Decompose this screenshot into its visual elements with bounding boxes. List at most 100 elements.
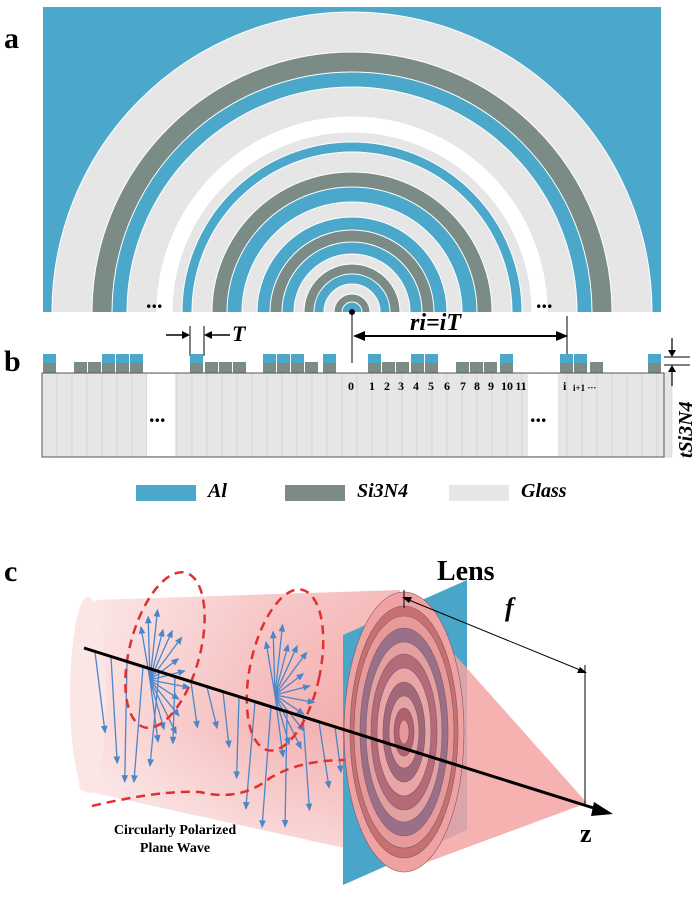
field-vector [124, 661, 128, 782]
si3n4-segment [500, 362, 513, 373]
zone-index-label: 1 [369, 379, 375, 393]
al-segment [425, 354, 438, 363]
field-vector-head [296, 707, 305, 715]
lens-rings [343, 591, 465, 873]
si3n4-segment [219, 362, 232, 373]
lens-label: Lens [437, 556, 495, 587]
si3n4-segment [574, 362, 587, 373]
field-vector-head [336, 765, 344, 774]
field-vector-head [145, 615, 152, 624]
al-segment [323, 354, 336, 363]
substrate-column [266, 372, 283, 458]
field-vector [149, 679, 189, 689]
substrate-column [311, 372, 328, 458]
field-vector [274, 646, 298, 696]
si3n4-segment [102, 362, 115, 373]
field-vector [94, 651, 106, 733]
field-vector-head [175, 636, 183, 645]
field-vector-head [171, 658, 180, 666]
al-segment [500, 354, 513, 363]
panel-a-label: a [4, 22, 19, 55]
field-vector [149, 679, 165, 729]
field-vector [149, 637, 182, 681]
field-vector-head [307, 697, 316, 705]
si3n4-segment [263, 362, 276, 373]
thickness-arrowhead-top [668, 350, 676, 357]
substrate-column [131, 372, 148, 458]
field-vector [274, 645, 289, 696]
al-segment [130, 354, 143, 363]
field-vector-head [281, 819, 289, 828]
substrate-column [611, 372, 628, 458]
substrate-column [326, 372, 343, 458]
field-vector-head [283, 643, 290, 653]
si3n4-segment [190, 362, 203, 373]
field-vector-head [193, 720, 200, 729]
field-vector [222, 691, 230, 747]
field-vector [302, 716, 311, 810]
field-vector-head [212, 720, 219, 730]
zone-index-label: 10 [501, 379, 513, 393]
radius-label: ri=iT [410, 310, 462, 336]
focal-line [403, 597, 586, 673]
legend-swatch-al [136, 485, 196, 501]
substrate-column [626, 372, 643, 458]
zone-index-label: 3 [398, 379, 404, 393]
si3n4-segment [456, 362, 469, 373]
field-vector [274, 625, 284, 696]
legend-label-si3n4: Si3N4 [357, 480, 408, 503]
field-vector [149, 631, 173, 681]
substrate-column [281, 372, 298, 458]
si3n4-segment [116, 362, 129, 373]
field-vector [334, 726, 342, 772]
field-vector-head [177, 669, 186, 676]
field-vector [133, 666, 144, 782]
si3n4-segment [484, 362, 497, 373]
field-vector-head [225, 740, 232, 749]
thickness-arrowhead-bottom [668, 365, 676, 372]
field-vector [206, 686, 218, 728]
field-vector-head [296, 673, 305, 681]
zone-index-label: 0 [348, 379, 354, 393]
field-vector [318, 721, 330, 788]
al-segment [102, 354, 115, 363]
field-vector [261, 706, 272, 827]
substrate-column [596, 372, 613, 458]
radius-arrowhead-right [556, 331, 568, 341]
al-segment [648, 354, 661, 363]
substrate-column [101, 372, 118, 458]
al-segment [411, 354, 424, 363]
focal-label: f [505, 593, 516, 622]
ellipsis-gap-right [528, 374, 558, 456]
zone-index-label: 9 [488, 379, 494, 393]
substrate-column [221, 372, 238, 458]
si3n4-segment [277, 362, 290, 373]
period-label: T [232, 321, 247, 346]
field-vector [274, 652, 307, 696]
field-vector-head [291, 644, 298, 654]
substrate-column [41, 372, 58, 458]
si3n4-segment [323, 362, 336, 373]
field-vector [265, 642, 276, 696]
legend-label-glass: Glass [521, 480, 567, 502]
field-vector-head [233, 771, 241, 780]
si3n4-segment [396, 362, 409, 373]
field-vector [149, 679, 177, 734]
field-vector [190, 681, 198, 728]
field-vector-head [169, 736, 177, 745]
zone-index-label: 6 [444, 379, 450, 393]
zone-index-label: 7 [460, 379, 466, 393]
zone-index-label: 11 [515, 379, 526, 393]
radius-arrowhead-left [353, 331, 365, 341]
substrate-column [251, 372, 268, 458]
si3n4-segment [291, 362, 304, 373]
field-vector [172, 676, 176, 743]
si3n4-segment [74, 362, 87, 373]
field-vector [140, 627, 151, 681]
legend-label-si3n4-text: Si3N4 [357, 480, 409, 502]
field-vector-head [259, 820, 266, 829]
substrate-column [641, 372, 658, 458]
si3n4-segment [470, 362, 483, 373]
legend-swatch-glass [449, 485, 509, 501]
